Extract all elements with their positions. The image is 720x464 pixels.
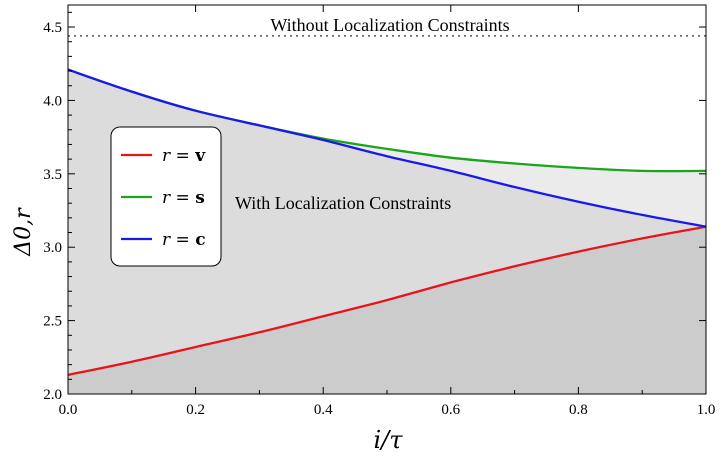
legend-label-c: r = c [162,230,206,250]
region-fill-upper [68,69,706,227]
x-tick-label: 0.0 [59,402,78,418]
y-axis-label: Δ0,r [11,207,36,257]
x-axis-label: i/τ [373,426,403,454]
y-tick-label: 2.5 [43,314,62,330]
series-line-c [67,68,707,228]
chart-fills [68,5,706,394]
x-tick-label: 0.8 [569,402,588,418]
legend-label-s: r = s [162,188,205,208]
legend-label-v: r = v [162,146,206,166]
legend-box [110,126,222,267]
region-label: With Localization Constraints [235,193,451,213]
y-tick-label: 2.0 [43,387,62,403]
axis-ticks: 0.0 0.2 0.4 0.6 0.8 1.0 2.0 2.5 3.0 3.5 4.0 4.5 [43,5,715,418]
region-fill-middle [68,69,706,375]
x-tick-label: 1.0 [697,402,716,418]
y-tick-label: 3.5 [43,167,62,183]
x-tick-label: 0.6 [441,402,460,418]
region-fill-lower [68,226,706,394]
x-tick-label: 0.2 [186,402,205,418]
y-tick-label: 4.5 [43,20,62,36]
y-tick-label: 4.0 [43,93,62,109]
reference-line-label: Without Localization Constraints [270,15,509,35]
series-line-v [67,225,707,377]
y-tick-label: 3.0 [43,240,62,256]
chart-series [67,68,707,377]
x-tick-label: 0.4 [314,402,333,418]
legend: r = v r = s r = c [110,126,222,267]
